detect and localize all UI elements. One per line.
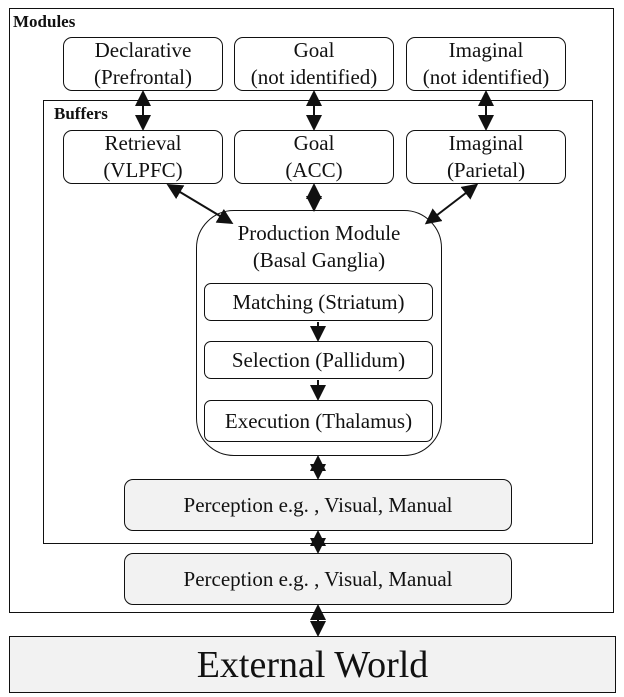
- retrieval-buffer: Retrieval (VLPFC): [63, 130, 223, 184]
- production-module-region: (Basal Ganglia): [252, 248, 386, 272]
- declarative-module-region: (Prefrontal): [94, 65, 192, 89]
- goal-module-name: Goal: [293, 38, 335, 62]
- arrow-imaginal-production: [424, 183, 479, 225]
- goal-buffer-name: Goal: [293, 131, 335, 155]
- production-module-title: Production Module: [237, 221, 401, 245]
- external-world: External World: [9, 636, 616, 693]
- imaginal-buffer-name: Imaginal: [448, 131, 524, 155]
- goal-module: Goal (not identified): [234, 37, 394, 91]
- goal-buffer-region: (ACC): [285, 158, 343, 182]
- execution-stage: Execution (Thalamus): [204, 400, 433, 442]
- imaginal-module-region: (not identified): [422, 65, 550, 89]
- imaginal-module-name: Imaginal: [448, 38, 524, 62]
- declarative-module-name: Declarative: [94, 38, 192, 62]
- matching-stage: Matching (Striatum): [204, 283, 433, 321]
- imaginal-buffer: Imaginal (Parietal): [406, 130, 566, 184]
- arrow-retrieval-production: [166, 183, 234, 225]
- modules-label: Modules: [13, 12, 76, 31]
- buffers-label: Buffers: [54, 104, 108, 123]
- declarative-module: Declarative (Prefrontal): [63, 37, 223, 91]
- goal-module-region: (not identified): [250, 65, 378, 89]
- retrieval-buffer-name: Retrieval: [104, 131, 182, 155]
- retrieval-buffer-region: (VLPFC): [103, 158, 183, 182]
- perception-buffer: Perception e.g. , Visual, Manual: [124, 479, 512, 531]
- imaginal-buffer-region: (Parietal): [446, 158, 526, 182]
